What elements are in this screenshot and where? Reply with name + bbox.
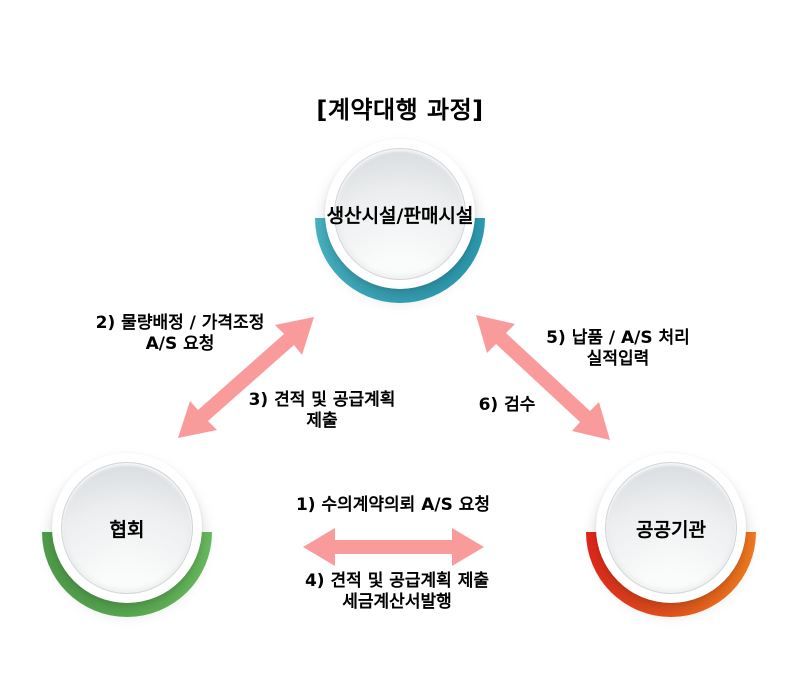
edge-label-step1-line1: 1) 수의계약의뢰 A/S 요청 (295, 495, 491, 515)
edge-label-step3-line1: 3) 견적 및 공급계획 (248, 390, 396, 410)
node-association-circle: 협회 (52, 453, 202, 603)
edge-label-step3-line2: 제출 (306, 411, 338, 431)
node-public-circle: 공공기관 (596, 453, 746, 603)
node-production: 생산시설/판매시설 (315, 133, 485, 303)
edge-label-step6-line1: 6) 검수 (478, 395, 536, 415)
node-association-label: 협회 (109, 518, 145, 541)
node-association: 협회 (42, 447, 212, 617)
edge-label-step3: 3) 견적 및 공급계획 제출 (249, 390, 396, 432)
edge-label-step4: 4) 견적 및 공급계획 제출 세금계산서발행 (305, 571, 489, 613)
edge-label-step2-line1: 2) 물량배정 / 가격조정 (95, 313, 265, 333)
diagram-title: [계약대행 과정] (316, 96, 484, 124)
edge-label-step5-line2: 실적입력 (586, 349, 650, 369)
arrow-association-production-icon (178, 317, 314, 438)
edge-label-step2: 2) 물량배정 / 가격조정 A/S 요청 (96, 313, 265, 355)
node-association-disc (61, 462, 193, 594)
edge-label-step5: 5) 납품 / A/S 처리 실적입력 (546, 328, 690, 370)
node-production-circle: 생산시설/판매시설 (325, 139, 475, 289)
node-production-disc (334, 148, 466, 280)
edge-label-step1: 1) 수의계약의뢰 A/S 요청 (296, 495, 490, 516)
edge-label-step5-line1: 5) 납품 / A/S 처리 (546, 328, 690, 348)
node-production-label: 생산시설/판매시설 (326, 204, 474, 227)
edge-label-step4-line2: 세금계산서발행 (342, 592, 452, 612)
edge-label-step4-line1: 4) 견적 및 공급계획 제출 (304, 571, 490, 591)
edge-label-step6: 6) 검수 (479, 395, 536, 416)
node-public-label: 공공기관 (636, 518, 706, 541)
edge-label-step2-line2: A/S 요청 (145, 334, 215, 354)
arrow-production-public-icon (476, 315, 610, 440)
node-public: 공공기관 (586, 447, 756, 617)
arrow-association-public-icon (303, 528, 484, 566)
node-public-disc (605, 462, 737, 594)
